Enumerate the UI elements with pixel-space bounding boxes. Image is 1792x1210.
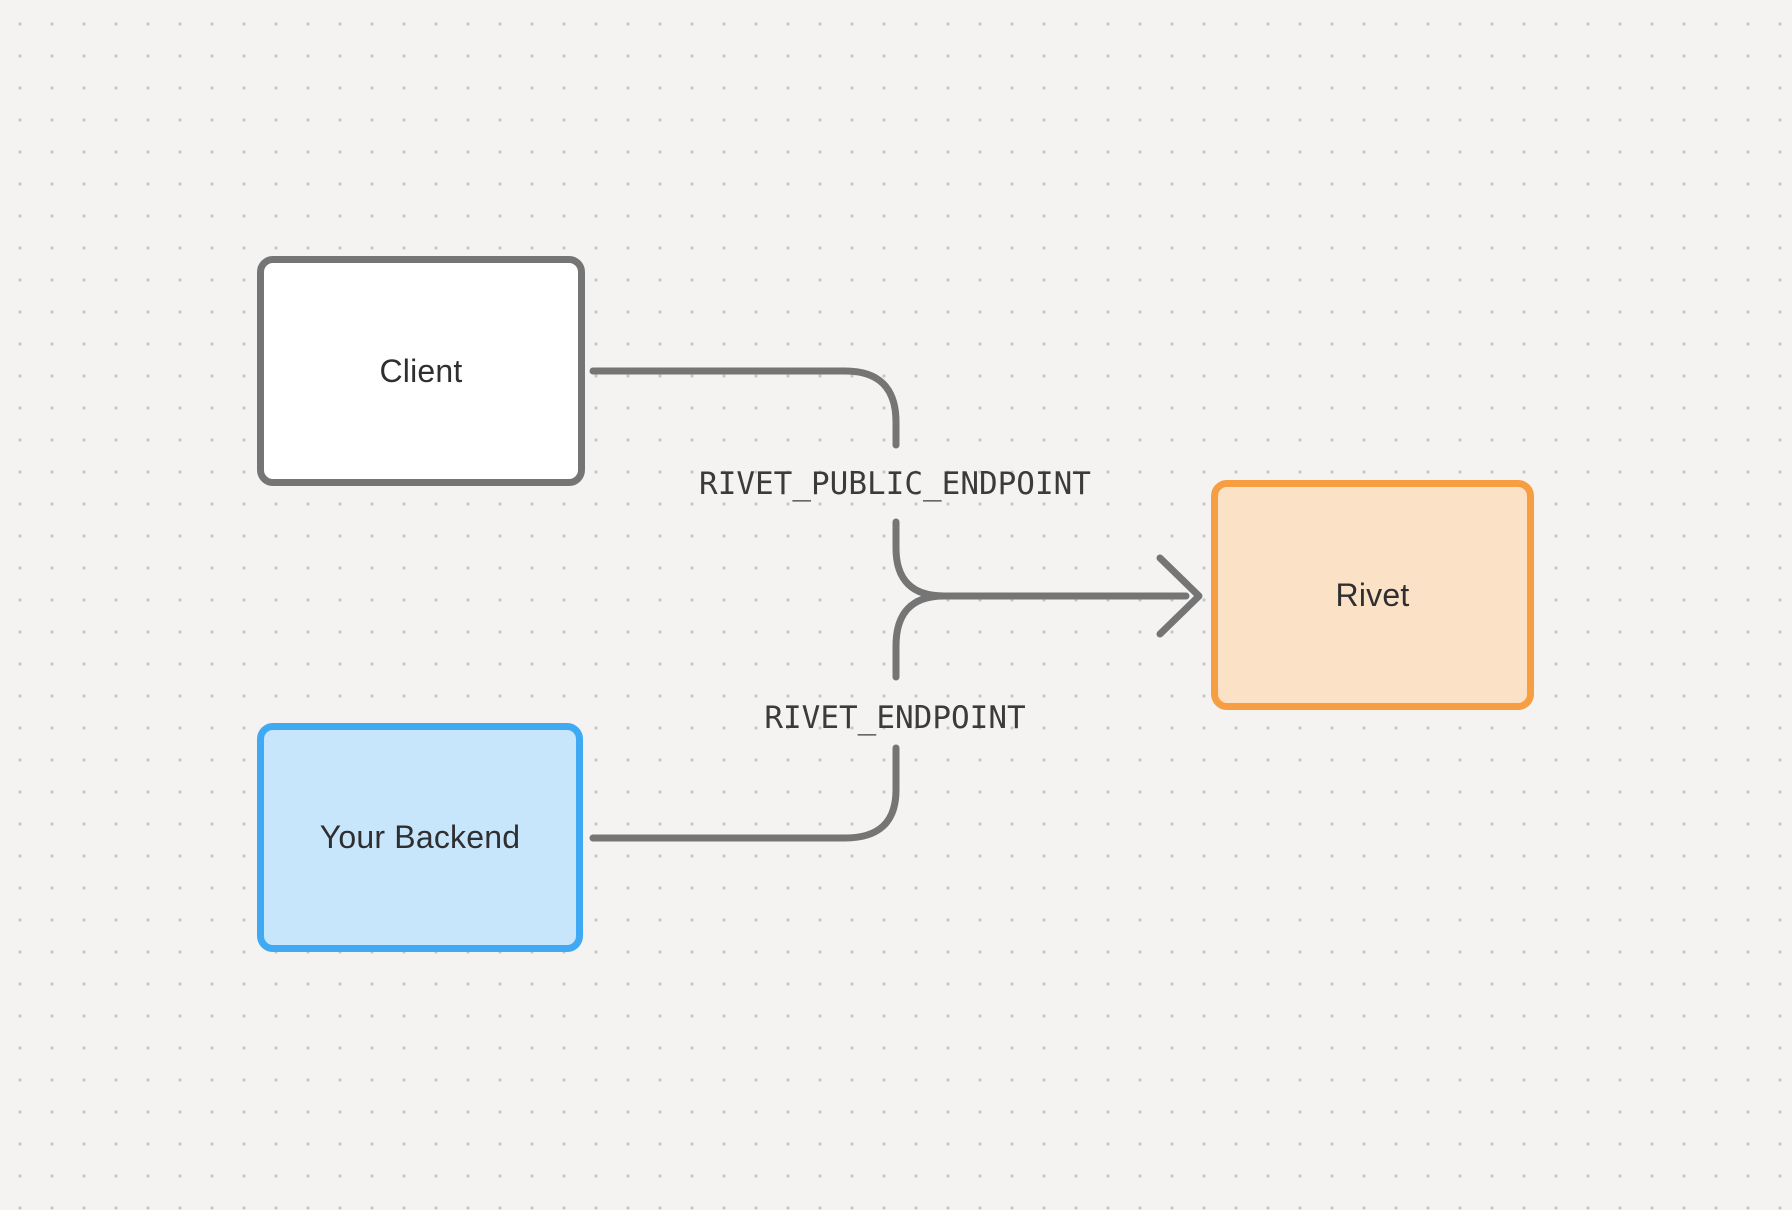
node-client: Client xyxy=(257,256,585,486)
edge-backend-segment xyxy=(589,744,900,842)
edge-client-junction-segment xyxy=(892,518,948,600)
node-your-backend: Your Backend xyxy=(257,723,583,952)
arrowhead-icon xyxy=(1156,554,1203,638)
edge-backend-junction-segment xyxy=(892,592,948,681)
node-rivet-label: Rivet xyxy=(1335,576,1410,613)
edge-label-rivet-public-endpoint: RIVET_PUBLIC_ENDPOINT xyxy=(699,466,1091,502)
node-client-label: Client xyxy=(379,352,463,389)
node-rivet: Rivet xyxy=(1211,480,1534,710)
edge-label-rivet-endpoint: RIVET_ENDPOINT xyxy=(764,700,1026,736)
node-your-backend-label: Your Backend xyxy=(319,819,521,855)
edge-client-segment xyxy=(589,367,900,449)
